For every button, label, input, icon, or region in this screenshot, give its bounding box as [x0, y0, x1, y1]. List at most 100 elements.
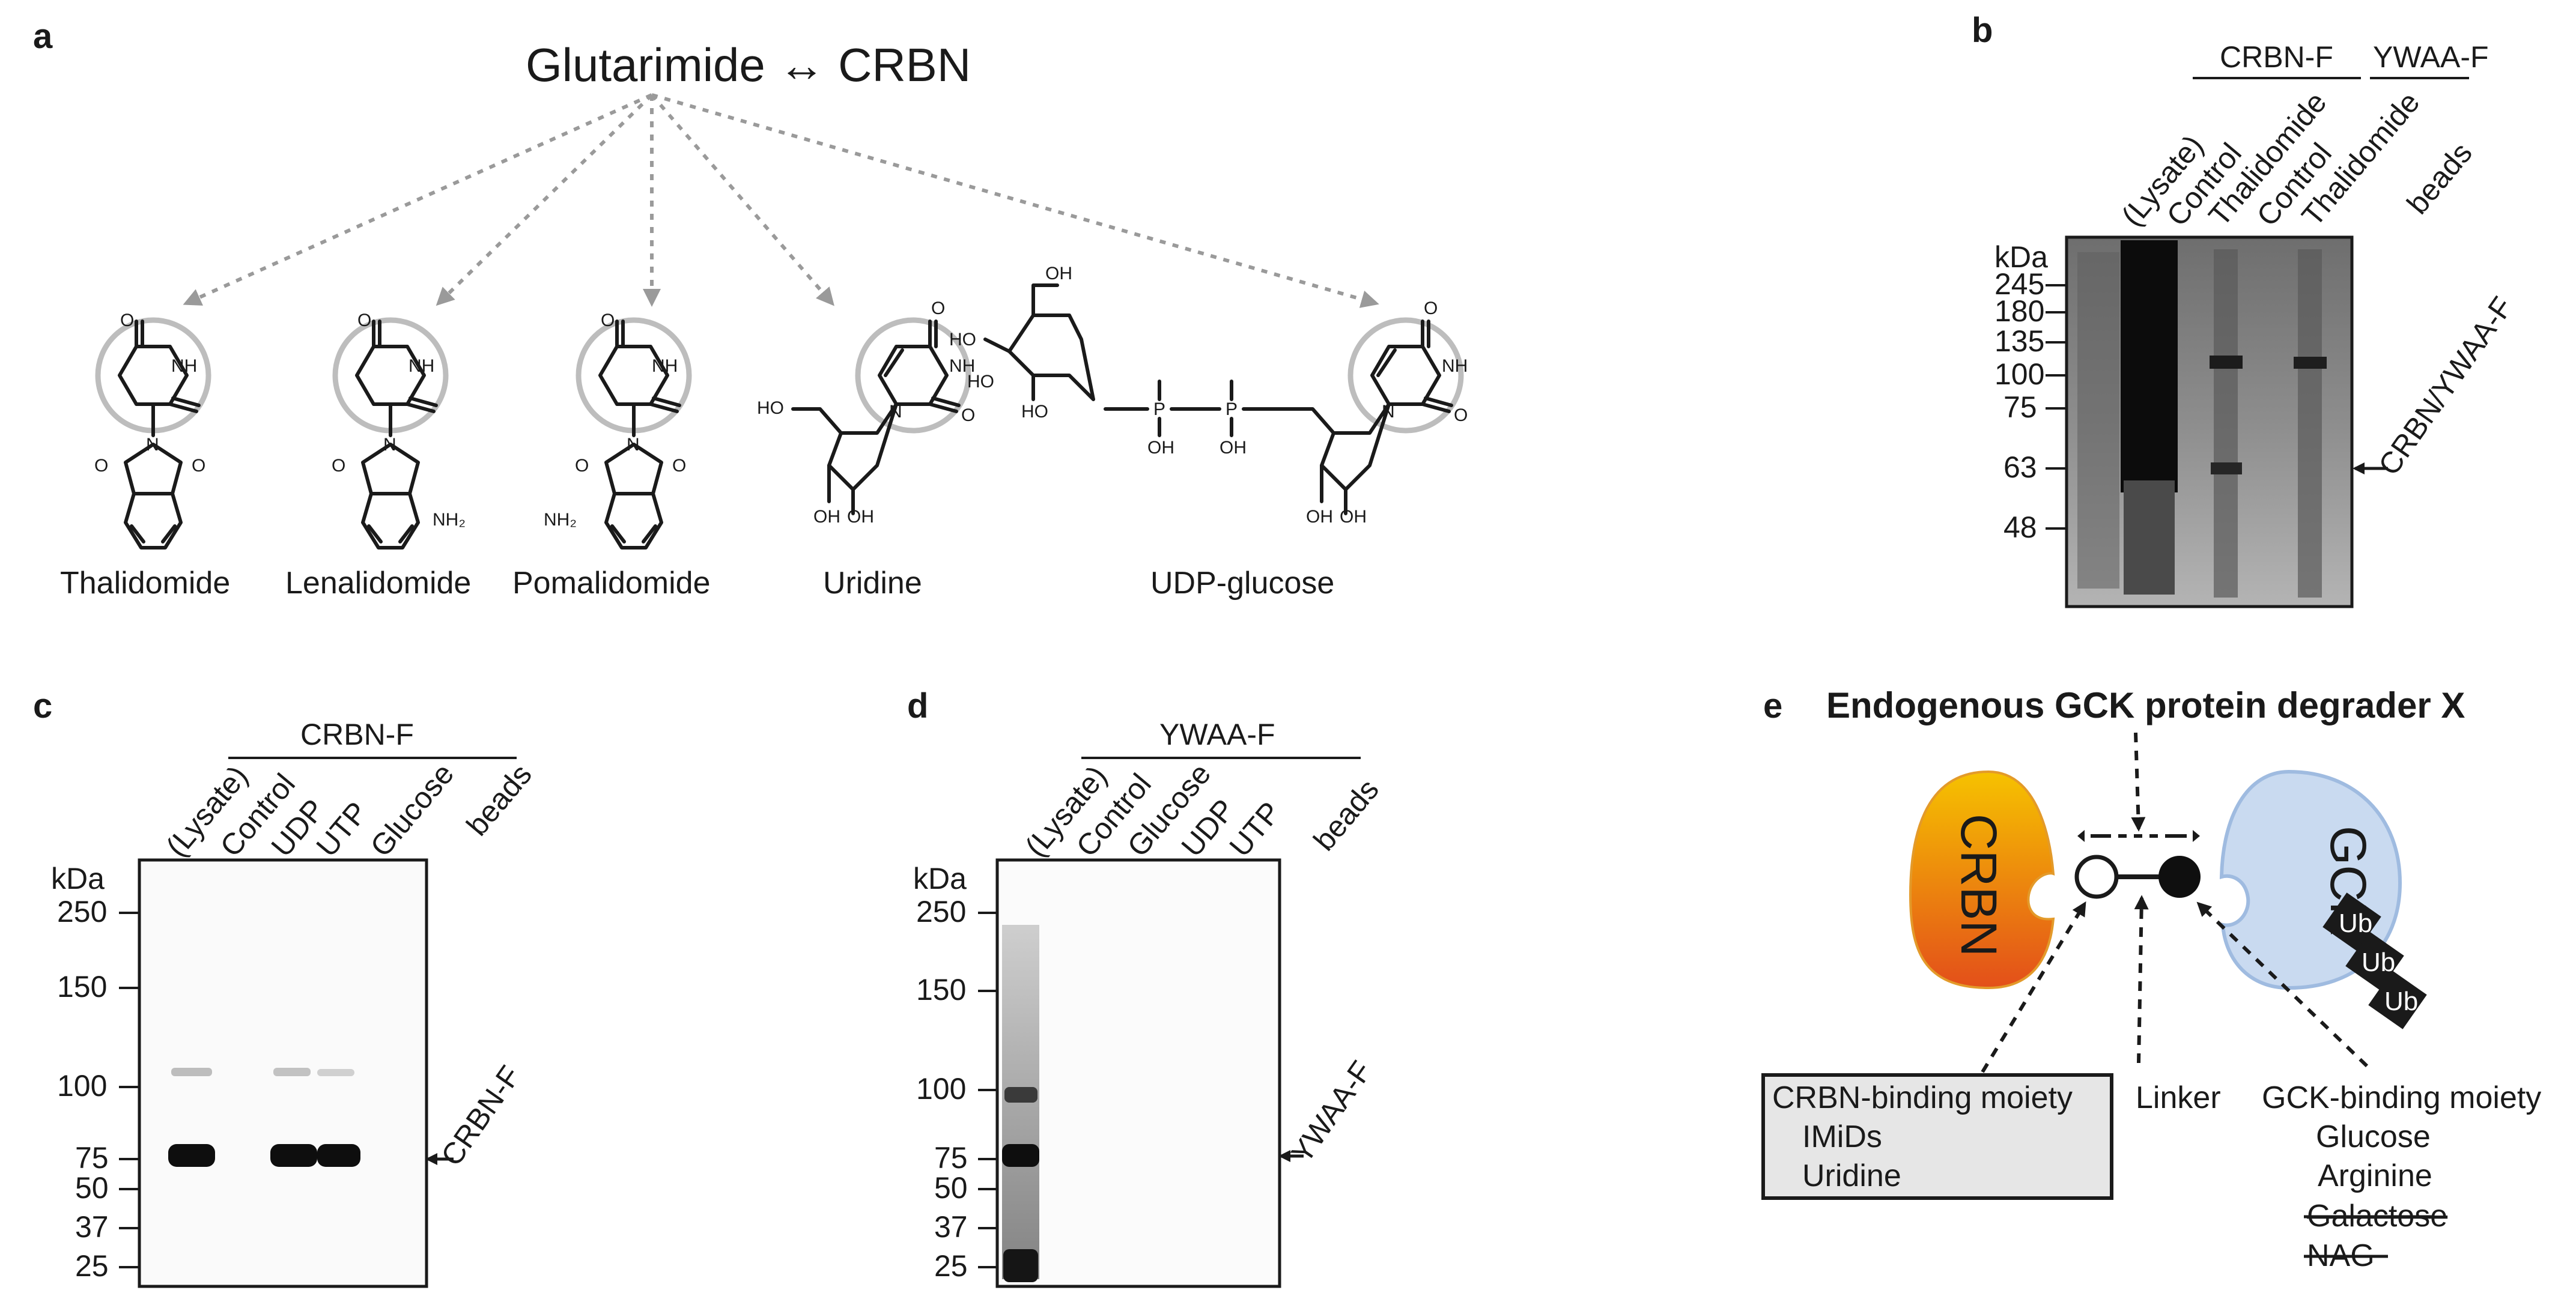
panel-d-label: d [907, 686, 928, 725]
dashed-arrows [183, 93, 1379, 308]
svg-text:48: 48 [2003, 510, 2037, 544]
svg-text:25: 25 [75, 1249, 109, 1283]
panel-b-markers: kDa 245 180 135 100 75 63 48 [1994, 240, 2067, 544]
panel-a-label: a [33, 17, 53, 56]
crbn-binding-box [1761, 1073, 2113, 1200]
svg-text:kDa: kDa [913, 862, 967, 895]
svg-text:N: N [889, 402, 902, 422]
panel-b-blot [2065, 235, 2354, 608]
svg-text:50: 50 [934, 1171, 968, 1205]
panel-d-markers: kDa 250 150 100 75 50 37 25 [913, 862, 997, 1283]
thalidomide-structure: N O NH O O [94, 310, 208, 548]
svg-text:NH: NH [171, 356, 197, 376]
udp-glucose-structure: O NH N O OH OH P P OH OH OH HO HO HO [949, 264, 1468, 527]
crbn-binding-item: Uridine [1802, 1158, 1901, 1193]
panel-d-blot [995, 858, 1281, 1288]
svg-text:Ub: Ub [2339, 909, 2372, 938]
panel-d-arrow-label: YWAA-F [1284, 1055, 1378, 1169]
svg-text:100: 100 [916, 1072, 966, 1106]
svg-text:HO: HO [1021, 402, 1048, 422]
svg-text:O: O [1424, 298, 1438, 318]
panel-c-label: c [33, 686, 52, 725]
gck-binding-item: Arginine [2318, 1158, 2432, 1193]
svg-text:250: 250 [57, 895, 107, 928]
gck-binding-title: GCK-binding moiety [2262, 1080, 2541, 1115]
panel-e-label: e [1763, 686, 1782, 725]
crbn-label: CRBN [1951, 814, 2007, 957]
svg-text:O: O [672, 456, 686, 476]
svg-text:P: P [1153, 399, 1165, 419]
svg-text:O: O [120, 310, 134, 330]
lenalidomide-label: Lenalidomide [285, 566, 471, 601]
uridine-label: Uridine [823, 566, 922, 601]
svg-text:N: N [627, 435, 640, 455]
svg-text:150: 150 [57, 970, 107, 1004]
svg-text:245: 245 [1994, 267, 2044, 301]
svg-text:N: N [1382, 402, 1395, 422]
udp-glucose-label: UDP-glucose [1150, 566, 1334, 601]
svg-text:135: 135 [1994, 324, 2044, 358]
svg-text:NH: NH [409, 356, 434, 376]
svg-text:HO: HO [949, 330, 976, 350]
crbn-protein [1909, 770, 2055, 990]
panel-b-lane-labels: (Lysate) Control Thalidomide Control Tha… [2115, 85, 2479, 232]
svg-text:OH: OH [813, 507, 840, 527]
degrader-molecule [2074, 830, 2201, 899]
crbn-binding-title: CRBN-binding moiety [1772, 1080, 2073, 1115]
panel-e-arrows [1981, 732, 2369, 1073]
pomalidomide-label: Pomalidomide [512, 566, 711, 601]
svg-text:HO: HO [757, 398, 784, 418]
svg-text:25: 25 [934, 1249, 968, 1283]
svg-text:37: 37 [75, 1210, 109, 1244]
svg-text:O: O [931, 298, 945, 318]
svg-text:kDa: kDa [1994, 240, 2048, 274]
svg-text:NH: NH [949, 356, 975, 376]
svg-text:HO: HO [967, 372, 994, 392]
panel-e-title: Endogenous GCK protein degrader X [1826, 685, 2465, 725]
svg-text:O: O [961, 405, 975, 425]
svg-text:O: O [357, 310, 371, 330]
svg-text:100: 100 [57, 1069, 107, 1103]
panel-c-markers: kDa 250 150 100 75 50 37 25 [51, 862, 139, 1283]
lane-label: beads [460, 758, 538, 842]
panel-b-arrow-label: CRBN/YWAA-F [2372, 291, 2520, 481]
thalidomide-label: Thalidomide [60, 566, 230, 601]
svg-text:O: O [601, 310, 615, 330]
svg-text:OH: OH [847, 507, 874, 527]
svg-text:NH₂: NH₂ [433, 510, 466, 530]
panel-c-lane-labels: (Lysate) Control UDP UTP Glucose beads [160, 757, 538, 864]
svg-text:OH: OH [1340, 507, 1367, 527]
svg-text:NH₂: NH₂ [544, 510, 577, 530]
pomalidomide-structure: N O NH O O NH₂ [544, 310, 689, 548]
svg-text:O: O [94, 456, 108, 476]
panel-d-lane-labels: (Lysate) Control Glucose UDP UTP beads [1019, 757, 1385, 864]
svg-text:kDa: kDa [51, 862, 105, 895]
lenalidomide-structure: N O NH O NH₂ [332, 310, 466, 548]
svg-text:P: P [1226, 399, 1238, 419]
lane-label: UTP [1223, 795, 1287, 863]
uridine-structure: O NH N O HO OH OH [757, 298, 975, 527]
svg-text:OH: OH [1147, 438, 1174, 458]
svg-text:Ub: Ub [2384, 987, 2418, 1016]
panel-b-label: b [1972, 11, 1993, 50]
panel-c-blot [138, 858, 428, 1288]
svg-text:OH: OH [1306, 507, 1333, 527]
svg-text:75: 75 [2003, 390, 2037, 424]
group-ywaa-f: YWAA-F [1159, 718, 1275, 751]
svg-text:75: 75 [75, 1141, 109, 1175]
svg-text:NH: NH [652, 356, 678, 376]
svg-text:O: O [192, 456, 205, 476]
gck-binding-item: Glucose [2316, 1119, 2431, 1154]
glutarimide-crbn-header: Glutarimide ↔ CRBN [526, 38, 971, 91]
svg-text:180: 180 [1994, 294, 2044, 328]
linker-label: Linker [2136, 1080, 2221, 1115]
panel-c-arrow-label: CRBN-F [434, 1059, 527, 1172]
group-crbn-f: CRBN-F [2220, 40, 2333, 74]
svg-text:100: 100 [1994, 357, 2044, 391]
svg-text:250: 250 [916, 895, 966, 928]
svg-text:OH: OH [1045, 264, 1072, 283]
svg-text:Ub: Ub [2362, 948, 2395, 977]
svg-text:NH: NH [1442, 356, 1468, 376]
svg-text:75: 75 [934, 1141, 968, 1175]
